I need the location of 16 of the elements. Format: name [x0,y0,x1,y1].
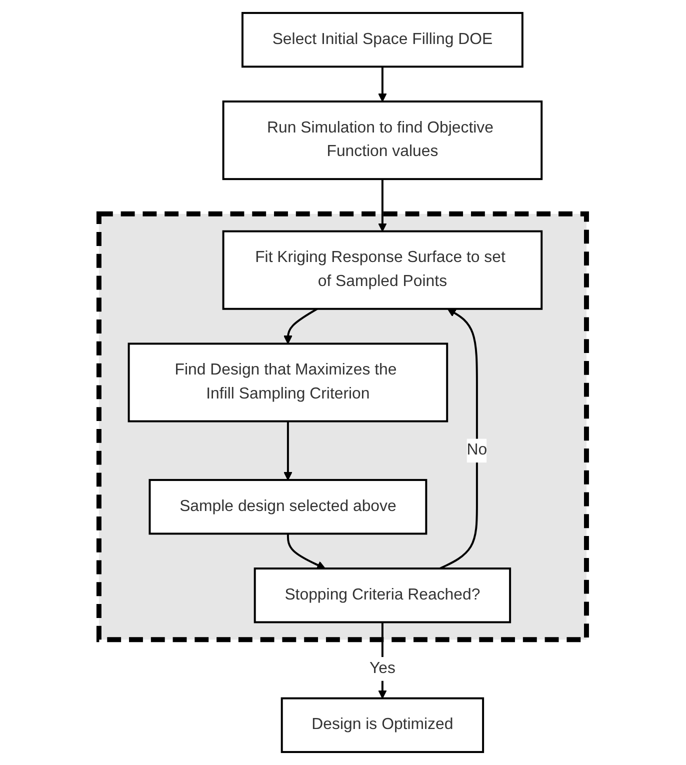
node-box [222,100,543,180]
arrow [378,66,388,102]
arrow [284,308,318,344]
edge-label: No [467,442,488,459]
node-box [281,697,484,754]
cluster [96,211,590,642]
arrow [440,308,478,570]
edge-label: Yes [370,660,396,677]
arrow [287,534,326,570]
node-box [222,230,543,310]
arrow [284,421,293,480]
node-box [128,342,448,422]
node-box [254,568,512,624]
node-box [149,478,428,535]
arrow [378,179,388,232]
node-box [242,12,524,68]
